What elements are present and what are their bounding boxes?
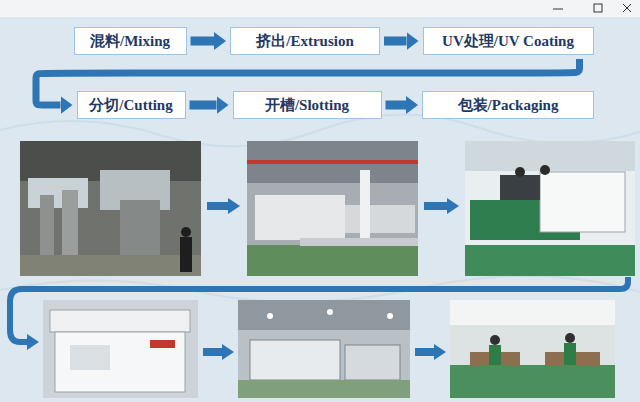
photo-floor — [450, 365, 615, 398]
photo-light — [387, 313, 393, 319]
photo-floor — [20, 255, 201, 276]
process-box: 混料/Mixing — [74, 27, 187, 55]
photo-machine — [55, 332, 185, 392]
photo-conveyor — [300, 238, 418, 246]
photo-silo — [62, 190, 78, 265]
photo-floor — [465, 245, 635, 276]
photo-machine — [540, 172, 625, 232]
photo-arrow — [203, 348, 222, 356]
photo-light — [327, 309, 333, 315]
step-label: 挤出/Extrusion — [256, 32, 354, 50]
photo-frame — [450, 300, 615, 398]
process-box: 分切/Cutting — [77, 91, 186, 119]
flow-arrow — [386, 101, 407, 110]
photo-floor — [238, 380, 410, 398]
photo-person — [565, 333, 575, 343]
photo-frame — [465, 141, 635, 276]
photo-light — [267, 313, 273, 319]
process-box: UV处理/UV Coating — [423, 27, 594, 55]
photo-frame — [20, 141, 201, 276]
photo-floor — [247, 245, 418, 276]
photo-panel — [70, 345, 110, 370]
step-label: UV处理/UV Coating — [442, 32, 574, 50]
step-label: 开槽/Slotting — [265, 96, 349, 114]
process-box: 开槽/Slotting — [233, 91, 382, 119]
photo-person — [490, 335, 500, 345]
close-icon — [623, 4, 631, 12]
process-box: 包装/Packaging — [422, 91, 594, 119]
photo-ceiling — [450, 300, 615, 325]
photo-person — [181, 227, 191, 237]
photo-silo — [40, 195, 54, 265]
maximize-icon — [594, 4, 602, 12]
photo-ceiling — [238, 300, 410, 330]
photo-person — [515, 167, 525, 177]
process-box: 挤出/Extrusion — [230, 27, 380, 55]
photo-arrow — [424, 202, 447, 210]
photo-wall — [465, 141, 635, 171]
photo-arrow — [207, 202, 228, 210]
minimize-icon — [553, 9, 563, 10]
photo-machine-top — [50, 310, 190, 332]
photo-machine — [345, 205, 415, 233]
photo-machine — [250, 340, 340, 380]
photo-column — [360, 170, 370, 245]
photo-machine — [120, 200, 160, 255]
photo-logo — [150, 340, 175, 348]
step-label: 包装/Packaging — [458, 96, 559, 114]
step-label: 混料/Mixing — [90, 32, 170, 50]
photo-return-arrow — [10, 277, 628, 342]
close-icon — [623, 4, 631, 12]
photo-frame — [238, 300, 410, 398]
photo-arrow — [415, 348, 434, 356]
window-bar — [0, 0, 640, 17]
photo-machine — [255, 195, 345, 240]
photo-person — [540, 165, 550, 175]
photo-frame — [43, 300, 198, 398]
photo-person — [489, 345, 501, 365]
photo-ceiling — [247, 141, 418, 183]
photo-window — [28, 178, 88, 208]
flow-arrow — [190, 101, 217, 110]
photo-beam — [247, 160, 418, 164]
photo-frame — [247, 141, 418, 276]
photo-machine — [500, 175, 540, 200]
photo-person — [180, 237, 192, 272]
step-label: 分切/Cutting — [89, 96, 172, 114]
flow-arrow — [384, 37, 407, 46]
flow-arrow — [191, 37, 215, 46]
photo-machine — [345, 345, 400, 380]
photo-person — [564, 343, 576, 365]
